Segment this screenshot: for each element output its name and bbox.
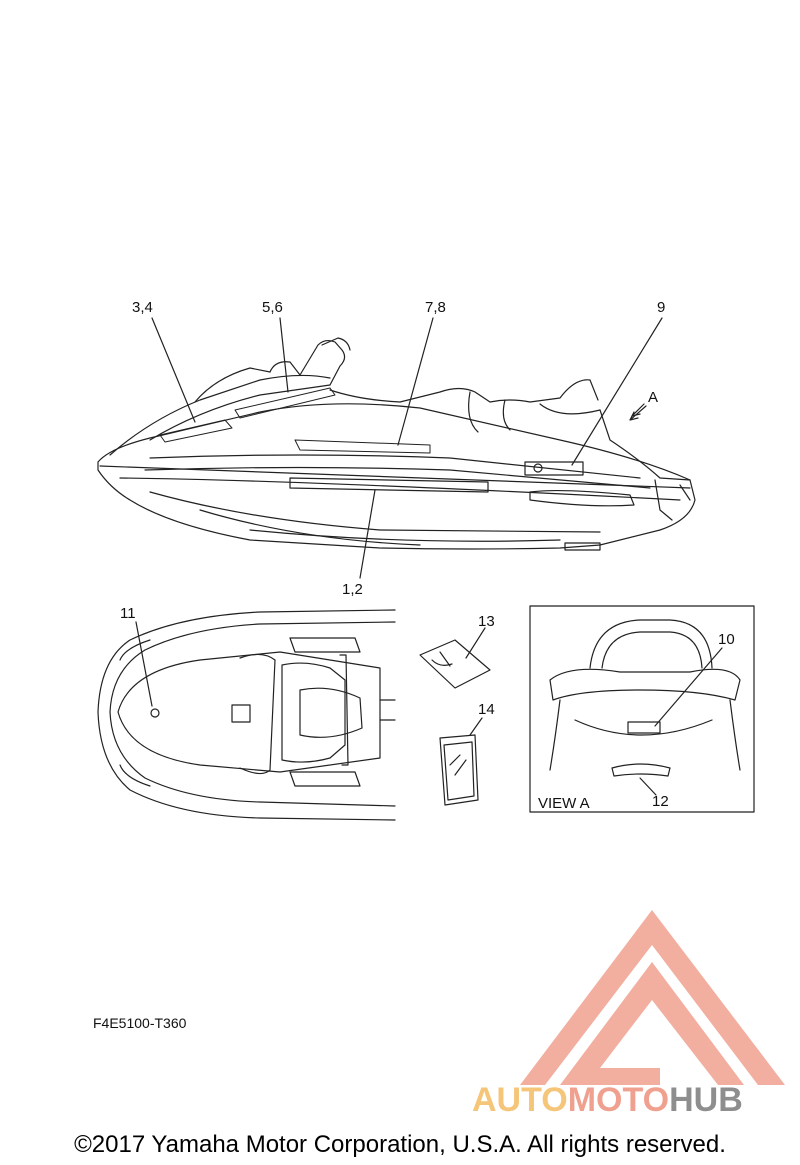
callout-3-4: 3,4 (132, 299, 153, 316)
callout-view-a-arrow: A (648, 389, 659, 406)
watercraft-top-view (97, 609, 396, 821)
callout-13: 13 (478, 613, 495, 630)
callout-9: 9 (657, 299, 666, 316)
watermark-part-hub: HUB (669, 1081, 743, 1119)
callout-12: 12 (652, 793, 669, 810)
callout-7-8: 7,8 (425, 299, 446, 316)
card-part-14 (439, 717, 483, 806)
diagram-part-code: F4E5100-T360 (93, 1015, 187, 1031)
watercraft-side-view (97, 317, 696, 579)
view-a-box (529, 605, 755, 813)
callout-10: 10 (718, 631, 735, 648)
card-part-13 (419, 627, 491, 689)
callout-11: 11 (120, 605, 136, 622)
watermark-brand-text: AUTOMOTOHUB (472, 1083, 743, 1117)
view-a-label: VIEW A (538, 795, 590, 812)
callout-1-2: 1,2 (342, 581, 363, 598)
watermark-part-auto: AUTO (472, 1081, 568, 1119)
copyright-notice: ©2017 Yamaha Motor Corporation, U.S.A. A… (74, 1131, 726, 1158)
watermark-part-moto: MOTO (567, 1081, 670, 1119)
watermark-logo-icon (520, 910, 785, 1085)
callout-5-6: 5,6 (262, 299, 283, 316)
callout-14: 14 (478, 701, 495, 718)
